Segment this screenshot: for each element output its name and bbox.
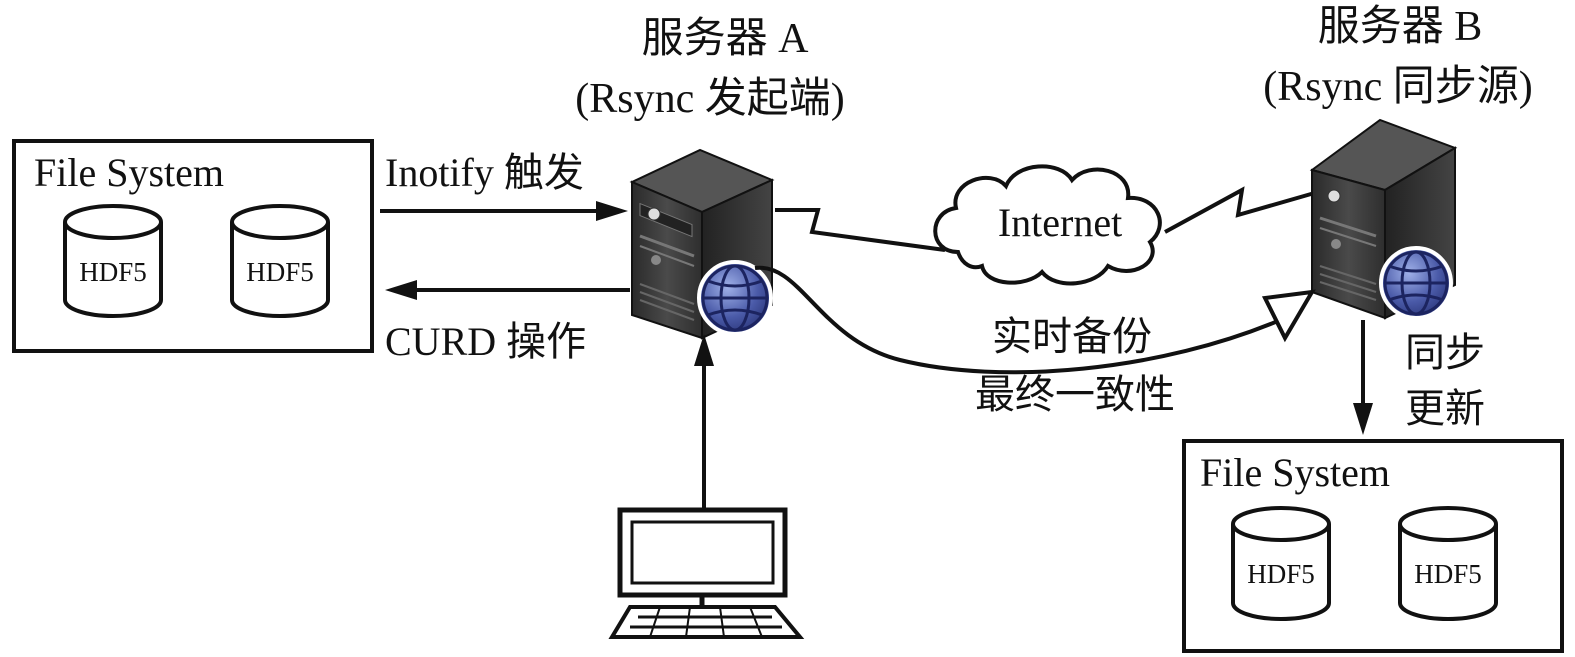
hdf5-label: HDF5 (1414, 559, 1482, 589)
network-link-b (1164, 186, 1319, 234)
file-system-left-title: File System (34, 150, 224, 195)
internet-cloud-icon: Internet (933, 164, 1162, 286)
inotify-trigger-arrow (380, 201, 628, 221)
curd-label: CURD 操作 (385, 319, 586, 364)
backup-label-line2: 最终一致性 (975, 372, 1175, 417)
hdf5-database-icon: HDF5 (1231, 506, 1331, 621)
file-system-right-title: File System (1200, 450, 1390, 495)
file-system-left-box (12, 139, 374, 353)
client-computer-icon (608, 507, 805, 639)
sync-label-line2: 更新 (1405, 386, 1485, 431)
server-b-title: 服务器 B (1318, 4, 1483, 50)
globe-icon (1379, 246, 1453, 320)
server-a-title: 服务器 A (642, 16, 810, 62)
server-a-role: (Rsync 发起端) (575, 76, 844, 122)
file-system-right-box (1182, 439, 1564, 653)
sync-update-arrow (1353, 320, 1373, 435)
sync-label-line1: 同步 (1405, 330, 1485, 375)
server-b-role: (Rsync 同步源) (1263, 64, 1532, 110)
hdf5-database-icon: HDF5 (1398, 506, 1498, 621)
file-system-left: File System HDF5 HDF5 (12, 139, 374, 353)
hdf5-database-icon: HDF5 (63, 204, 163, 318)
backup-label-line1: 实时备份 (992, 314, 1152, 359)
realtime-backup-arrow (754, 265, 1316, 375)
network-link-a (775, 208, 946, 252)
file-system-right: File System HDF5 HDF5 (1182, 439, 1564, 653)
client-to-server-arrow (694, 334, 714, 508)
globe-icon (697, 260, 773, 336)
hdf5-label: HDF5 (246, 257, 314, 287)
inotify-label: Inotify 触发 (385, 150, 584, 195)
hdf5-label: HDF5 (1247, 559, 1315, 589)
hdf5-label: HDF5 (79, 257, 147, 287)
hdf5-database-icon: HDF5 (230, 204, 330, 318)
internet-label: Internet (998, 200, 1122, 245)
curd-operation-arrow (385, 280, 630, 300)
